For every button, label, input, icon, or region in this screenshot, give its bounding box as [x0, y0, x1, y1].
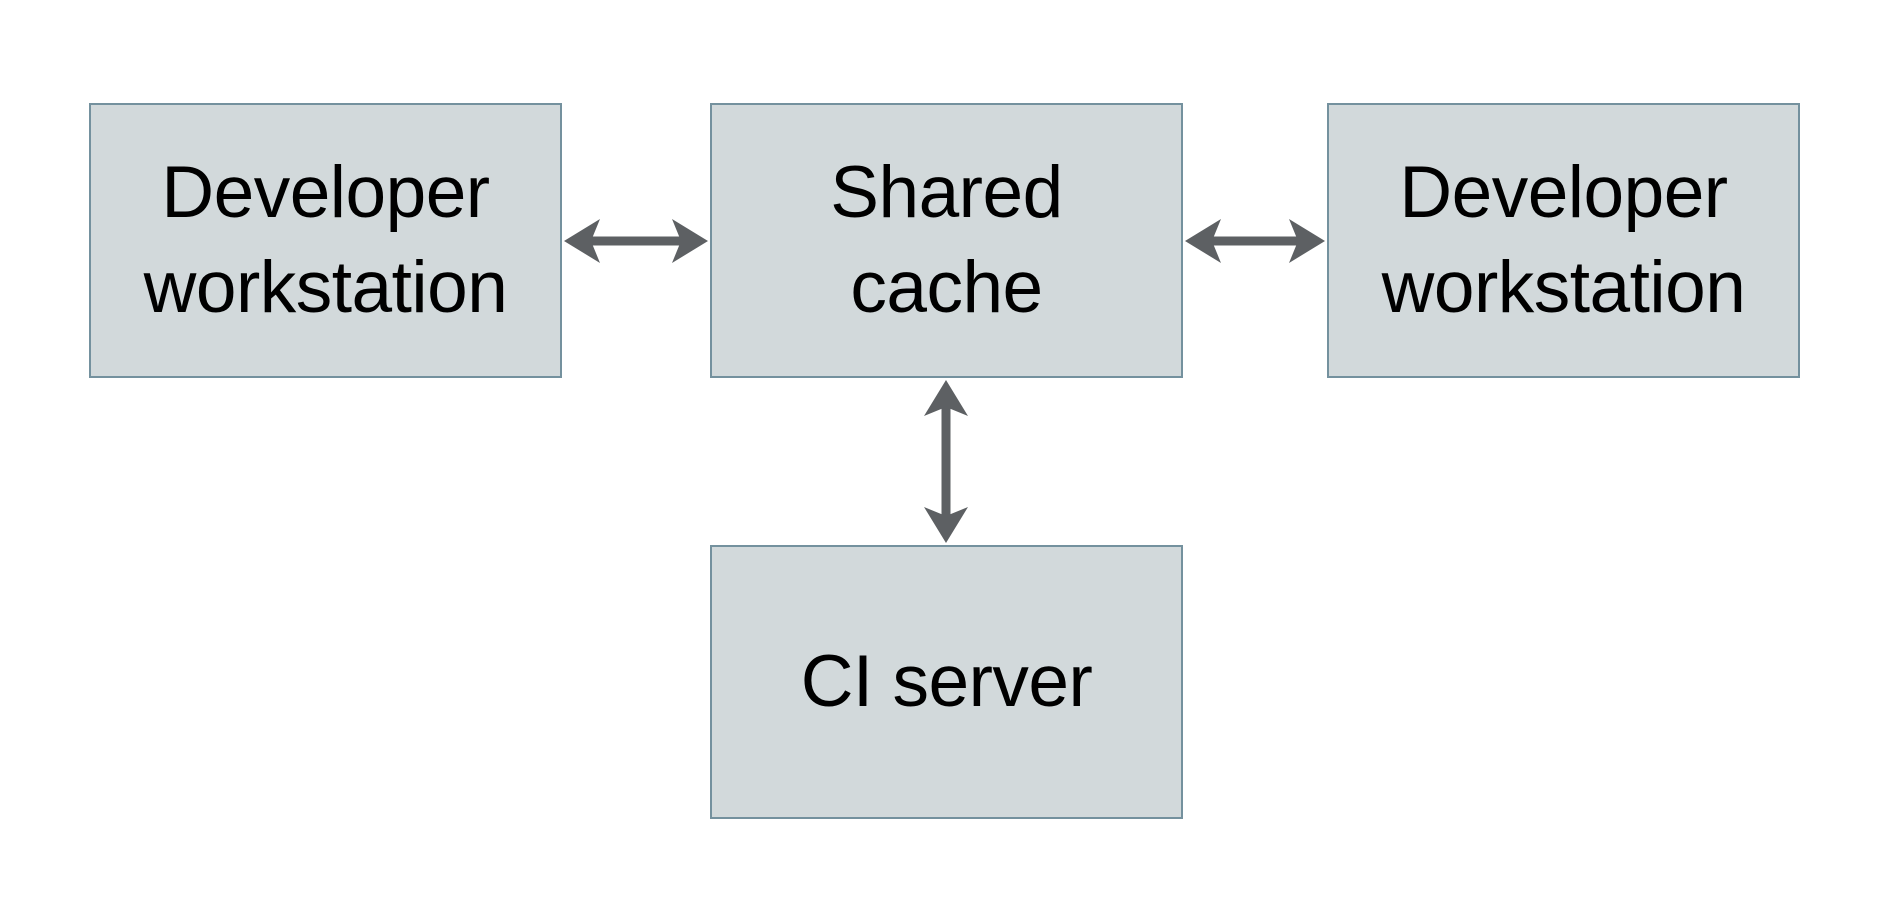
bidirectional-arrow-cache-devright: [1183, 209, 1327, 273]
node-label-line: cache: [850, 246, 1043, 328]
double-arrow-icon: [564, 219, 708, 263]
node-label-line: CI server: [800, 640, 1093, 722]
node-label-line: workstation: [1381, 246, 1746, 328]
double-arrow-icon: [1185, 219, 1325, 263]
node-label-line: Developer: [1399, 151, 1728, 233]
node-label-line: workstation: [143, 246, 508, 328]
node-developer-workstation-left: Developer workstation: [89, 103, 562, 378]
double-arrow-icon: [924, 380, 968, 543]
node-label-line: Developer: [161, 151, 490, 233]
node-label-line: Shared: [830, 151, 1063, 233]
node-developer-workstation-right: Developer workstation: [1327, 103, 1800, 378]
bidirectional-arrow-devleft-cache: [562, 209, 710, 273]
node-ci-server: CI server: [710, 545, 1183, 819]
bidirectional-arrow-cache-ciserver: [914, 378, 978, 545]
node-shared-cache: Shared cache: [710, 103, 1183, 378]
